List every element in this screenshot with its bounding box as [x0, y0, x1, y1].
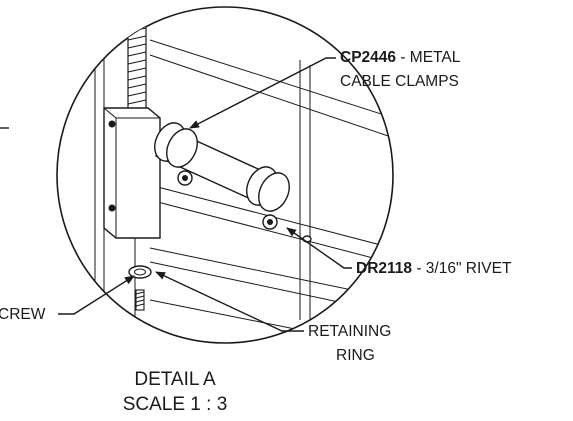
screw-leader [58, 275, 135, 315]
screw-callout: CREW [0, 306, 46, 323]
cable-clamp-part-number: CP2446 [340, 49, 396, 66]
detail-circle [56, 6, 394, 344]
rivet-desc: - 3/16" RIVET [412, 260, 512, 277]
retaining-ring-callout-line2: RING [336, 347, 375, 364]
cable-clamp-callout-line1: CP2446 - METAL [340, 49, 461, 66]
mounting-bracket [103, 107, 161, 239]
detail-scale: SCALE 1 : 3 [123, 394, 228, 415]
cable-clamp-leader [189, 57, 336, 129]
rivet-leader [286, 227, 352, 269]
retaining-ring-part [128, 265, 152, 279]
rivet-part-number: DR2118 [356, 260, 412, 277]
screw-part [135, 289, 145, 311]
retaining-ring-callout-line1: RETAINING [308, 323, 391, 340]
threaded-rod [127, 7, 147, 113]
cable-clamp-assembly [154, 122, 290, 230]
cable-clamp-desc-line1: - METAL [396, 49, 461, 66]
rivet-callout: DR2118 - 3/16" RIVET [356, 260, 512, 277]
cable-clamp-desc-line2: CABLE CLAMPS [340, 73, 459, 90]
rivet [302, 235, 312, 243]
bracket-hole-top [108, 120, 116, 128]
detail-title: DETAIL A [134, 369, 216, 390]
bracket-hole-bottom [108, 204, 116, 212]
retaining-ring-leader [155, 271, 304, 332]
